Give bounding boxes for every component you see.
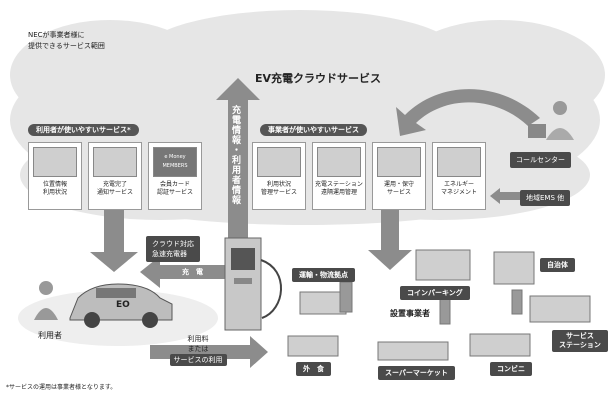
location-transport: 運輸・物流拠点 <box>292 268 355 282</box>
location-restaurant: 外 食 <box>296 362 331 376</box>
quick-charger <box>224 237 282 331</box>
card-label: エネルギー マネジメント <box>440 181 477 196</box>
charger-label: クラウド対応 急速充電器 <box>146 236 200 262</box>
charger-label-line2: 急速充電器 <box>152 250 187 258</box>
charger-label-line1: クラウド対応 <box>152 240 194 248</box>
footnote: *サービスの運用は事業者様となります。 <box>6 384 117 391</box>
arrow-label: 充電情報・利用者情報 <box>230 105 240 205</box>
map-icon <box>33 147 77 177</box>
laptop-phone-icon <box>93 147 137 177</box>
card-label: 充電ステーション 遠隔運用管理 <box>315 181 363 196</box>
flow-arrows <box>90 78 540 368</box>
user-services-header: 利用者が使いやすいサービス* <box>28 124 139 136</box>
ems-arrow <box>490 188 520 204</box>
call-center-box: コールセンター <box>510 152 571 168</box>
operator-person <box>528 101 574 140</box>
regional-ems-box: 地域EMS 他 <box>520 190 571 206</box>
user-service-card-location: 位置情報 利用状況 <box>28 142 82 210</box>
bar-graph-icon <box>437 147 481 177</box>
electric-car <box>69 283 173 328</box>
charge-label: 充 電 <box>182 268 203 276</box>
operator-services-header: 事業者が使いやすいサービス <box>260 124 367 136</box>
member-card-icon: e Money MEMBERS <box>153 147 197 177</box>
car-logo: EO <box>116 300 130 310</box>
usage-line3: サービスの利用 <box>169 354 227 366</box>
operator-service-card-energy: エネルギー マネジメント <box>432 142 486 210</box>
scope-note: NECが事業者様に 提供できるサービス範囲 <box>28 30 105 52</box>
scope-note-line1: NECが事業者様に <box>28 31 85 39</box>
user-service-card-notification: 充電完了 通知サービス <box>88 142 142 210</box>
worker-icon <box>377 147 421 177</box>
card-label: 運用・保守 サービス <box>383 181 414 196</box>
card-label: 位置情報 利用状況 <box>42 181 67 196</box>
usage-label: 利用料 または サービスの利用 <box>160 334 236 366</box>
location-parking: コインパーキング <box>400 286 470 300</box>
cloud-title: EV充電クラウドサービス <box>255 72 382 85</box>
location-service-station: サービス ステーション <box>552 330 608 352</box>
card-badge-line1: e Money <box>164 154 186 160</box>
operator-service-card-maintenance: 運用・保守 サービス <box>372 142 426 210</box>
location-supermarket: スーパーマーケット <box>378 366 455 380</box>
location-municipality: 自治体 <box>540 258 575 272</box>
card-label: 会員カード 認証サービス <box>156 181 193 196</box>
user-label: 利用者 <box>38 331 62 340</box>
card-label: 充電完了 通知サービス <box>96 181 133 196</box>
usage-line2: または <box>187 345 209 353</box>
operator-service-card-usage: 利用状況 管理サービス <box>252 142 306 210</box>
location-convenience: コンビニ <box>490 362 532 376</box>
user-service-card-membership: e Money MEMBERS 会員カード 認証サービス <box>148 142 202 210</box>
user-person <box>34 281 58 320</box>
monitor-icon <box>317 147 361 177</box>
card-label: 利用状況 管理サービス <box>260 181 297 196</box>
card-badge-line2: MEMBERS <box>162 163 188 169</box>
scope-note-line2: 提供できるサービス範囲 <box>28 42 105 50</box>
location-buildings <box>287 249 591 361</box>
document-icon <box>257 147 301 177</box>
operator-service-card-remote: 充電ステーション 遠隔運用管理 <box>312 142 366 210</box>
installers-label: 設置事業者 <box>390 309 430 318</box>
usage-line1: 利用料 <box>187 335 209 343</box>
